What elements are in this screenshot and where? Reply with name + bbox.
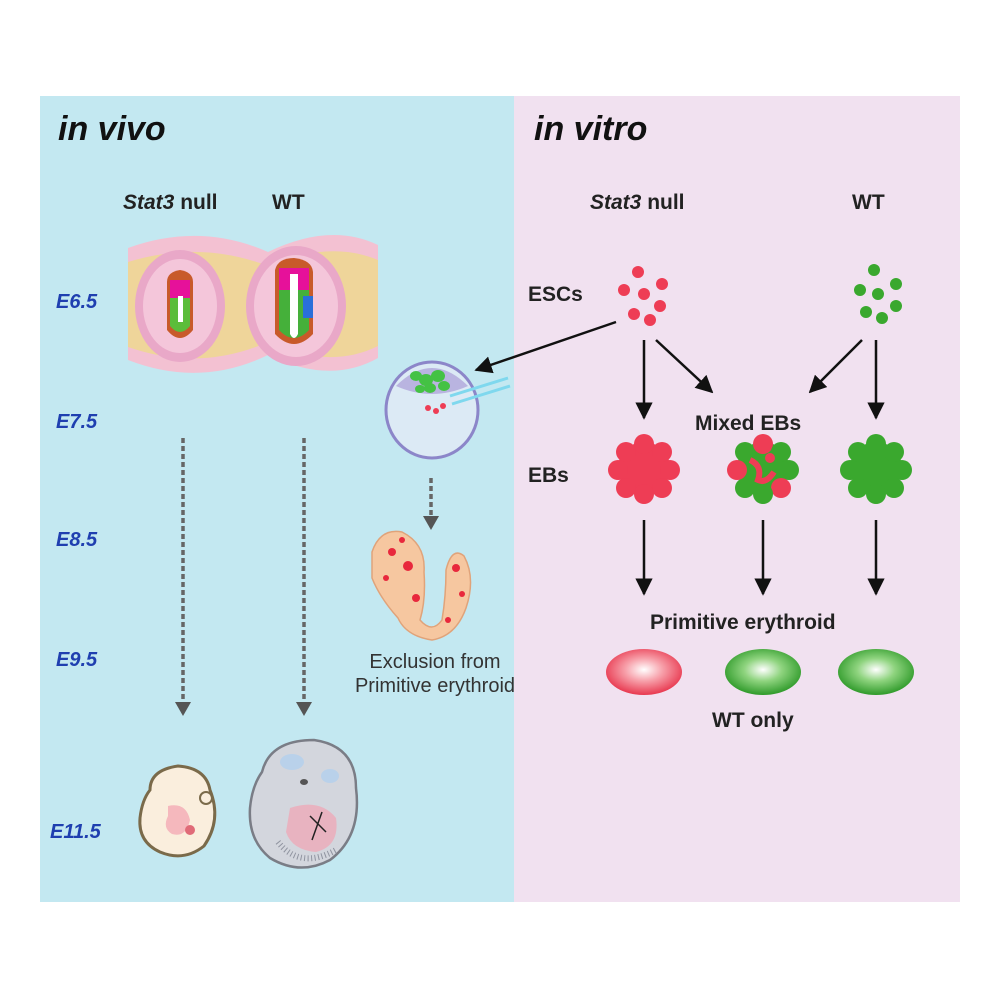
wt-esc-cluster [854,264,902,324]
in-vivo-wt-label: WT [272,191,305,214]
mixed-eb [727,434,799,504]
null-suffix: null [174,191,218,214]
in-vitro-arrows [474,320,885,596]
stage-e7-5: E7.5 [56,411,98,433]
stat3-null-e6-5-embryo [167,270,193,338]
wt-e11-5-embryo [248,738,359,869]
stat3-null-eb [608,434,680,504]
chimera-embryo-illustration [371,530,472,641]
stat3-null-erythroid-colony [606,649,682,695]
exclusion-caption: Exclusion from Primitive erythroid [338,650,532,698]
stage-e11-5: E11.5 [50,821,101,843]
null-suffix: null [641,191,685,214]
wt-erythroid-colony [838,649,914,695]
in-vivo-dashed-arrows [175,438,312,716]
wt-only-label: WT only [712,709,794,732]
stat3-null-e11-5-embryo [138,764,217,858]
in-vivo-heading: in vivo [58,110,166,148]
escs-label: ESCs [528,283,583,306]
mixed-erythroid-colony [725,649,801,695]
stage-e6-5: E6.5 [56,291,98,313]
mixed-ebs-label: Mixed EBs [695,412,802,435]
wt-eb [840,434,912,504]
in-vitro-stat3-null-label: Stat3 null [590,191,685,215]
stat3-gene-name: Stat3 [590,191,642,214]
exclusion-line-1: Exclusion from [369,651,501,673]
stat3-null-esc-cluster [618,266,668,326]
blastocyst-injection-illustration [384,360,511,460]
chimera-dashed-arrow [423,478,439,530]
in-vivo-stat3-null-label: Stat3 null [123,191,218,215]
ebs-label: EBs [528,464,569,487]
in-vitro-heading: in vitro [534,110,648,148]
in-vitro-panel [514,96,960,902]
stage-e8-5: E8.5 [56,529,98,551]
in-vitro-wt-label: WT [852,191,885,214]
primitive-erythroid-label: Primitive erythroid [650,611,836,634]
exclusion-line-2: Primitive erythroid [354,675,516,697]
uterus-section-illustration [128,235,378,373]
stage-e9-5: E9.5 [56,649,98,671]
stat3-gene-name: Stat3 [123,191,175,214]
wt-e6-5-embryo [275,258,313,344]
